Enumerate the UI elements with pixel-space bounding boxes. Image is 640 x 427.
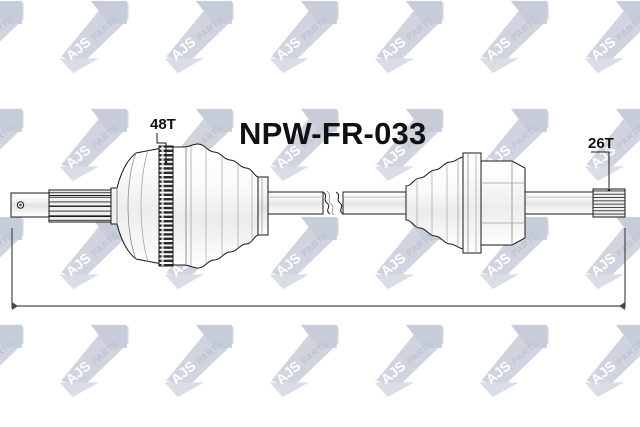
part-number-label: NPW-FR-033 bbox=[239, 116, 427, 151]
teeth-count-left-label: 48T bbox=[150, 116, 176, 133]
teeth-count-right-label: 26T bbox=[588, 135, 614, 152]
